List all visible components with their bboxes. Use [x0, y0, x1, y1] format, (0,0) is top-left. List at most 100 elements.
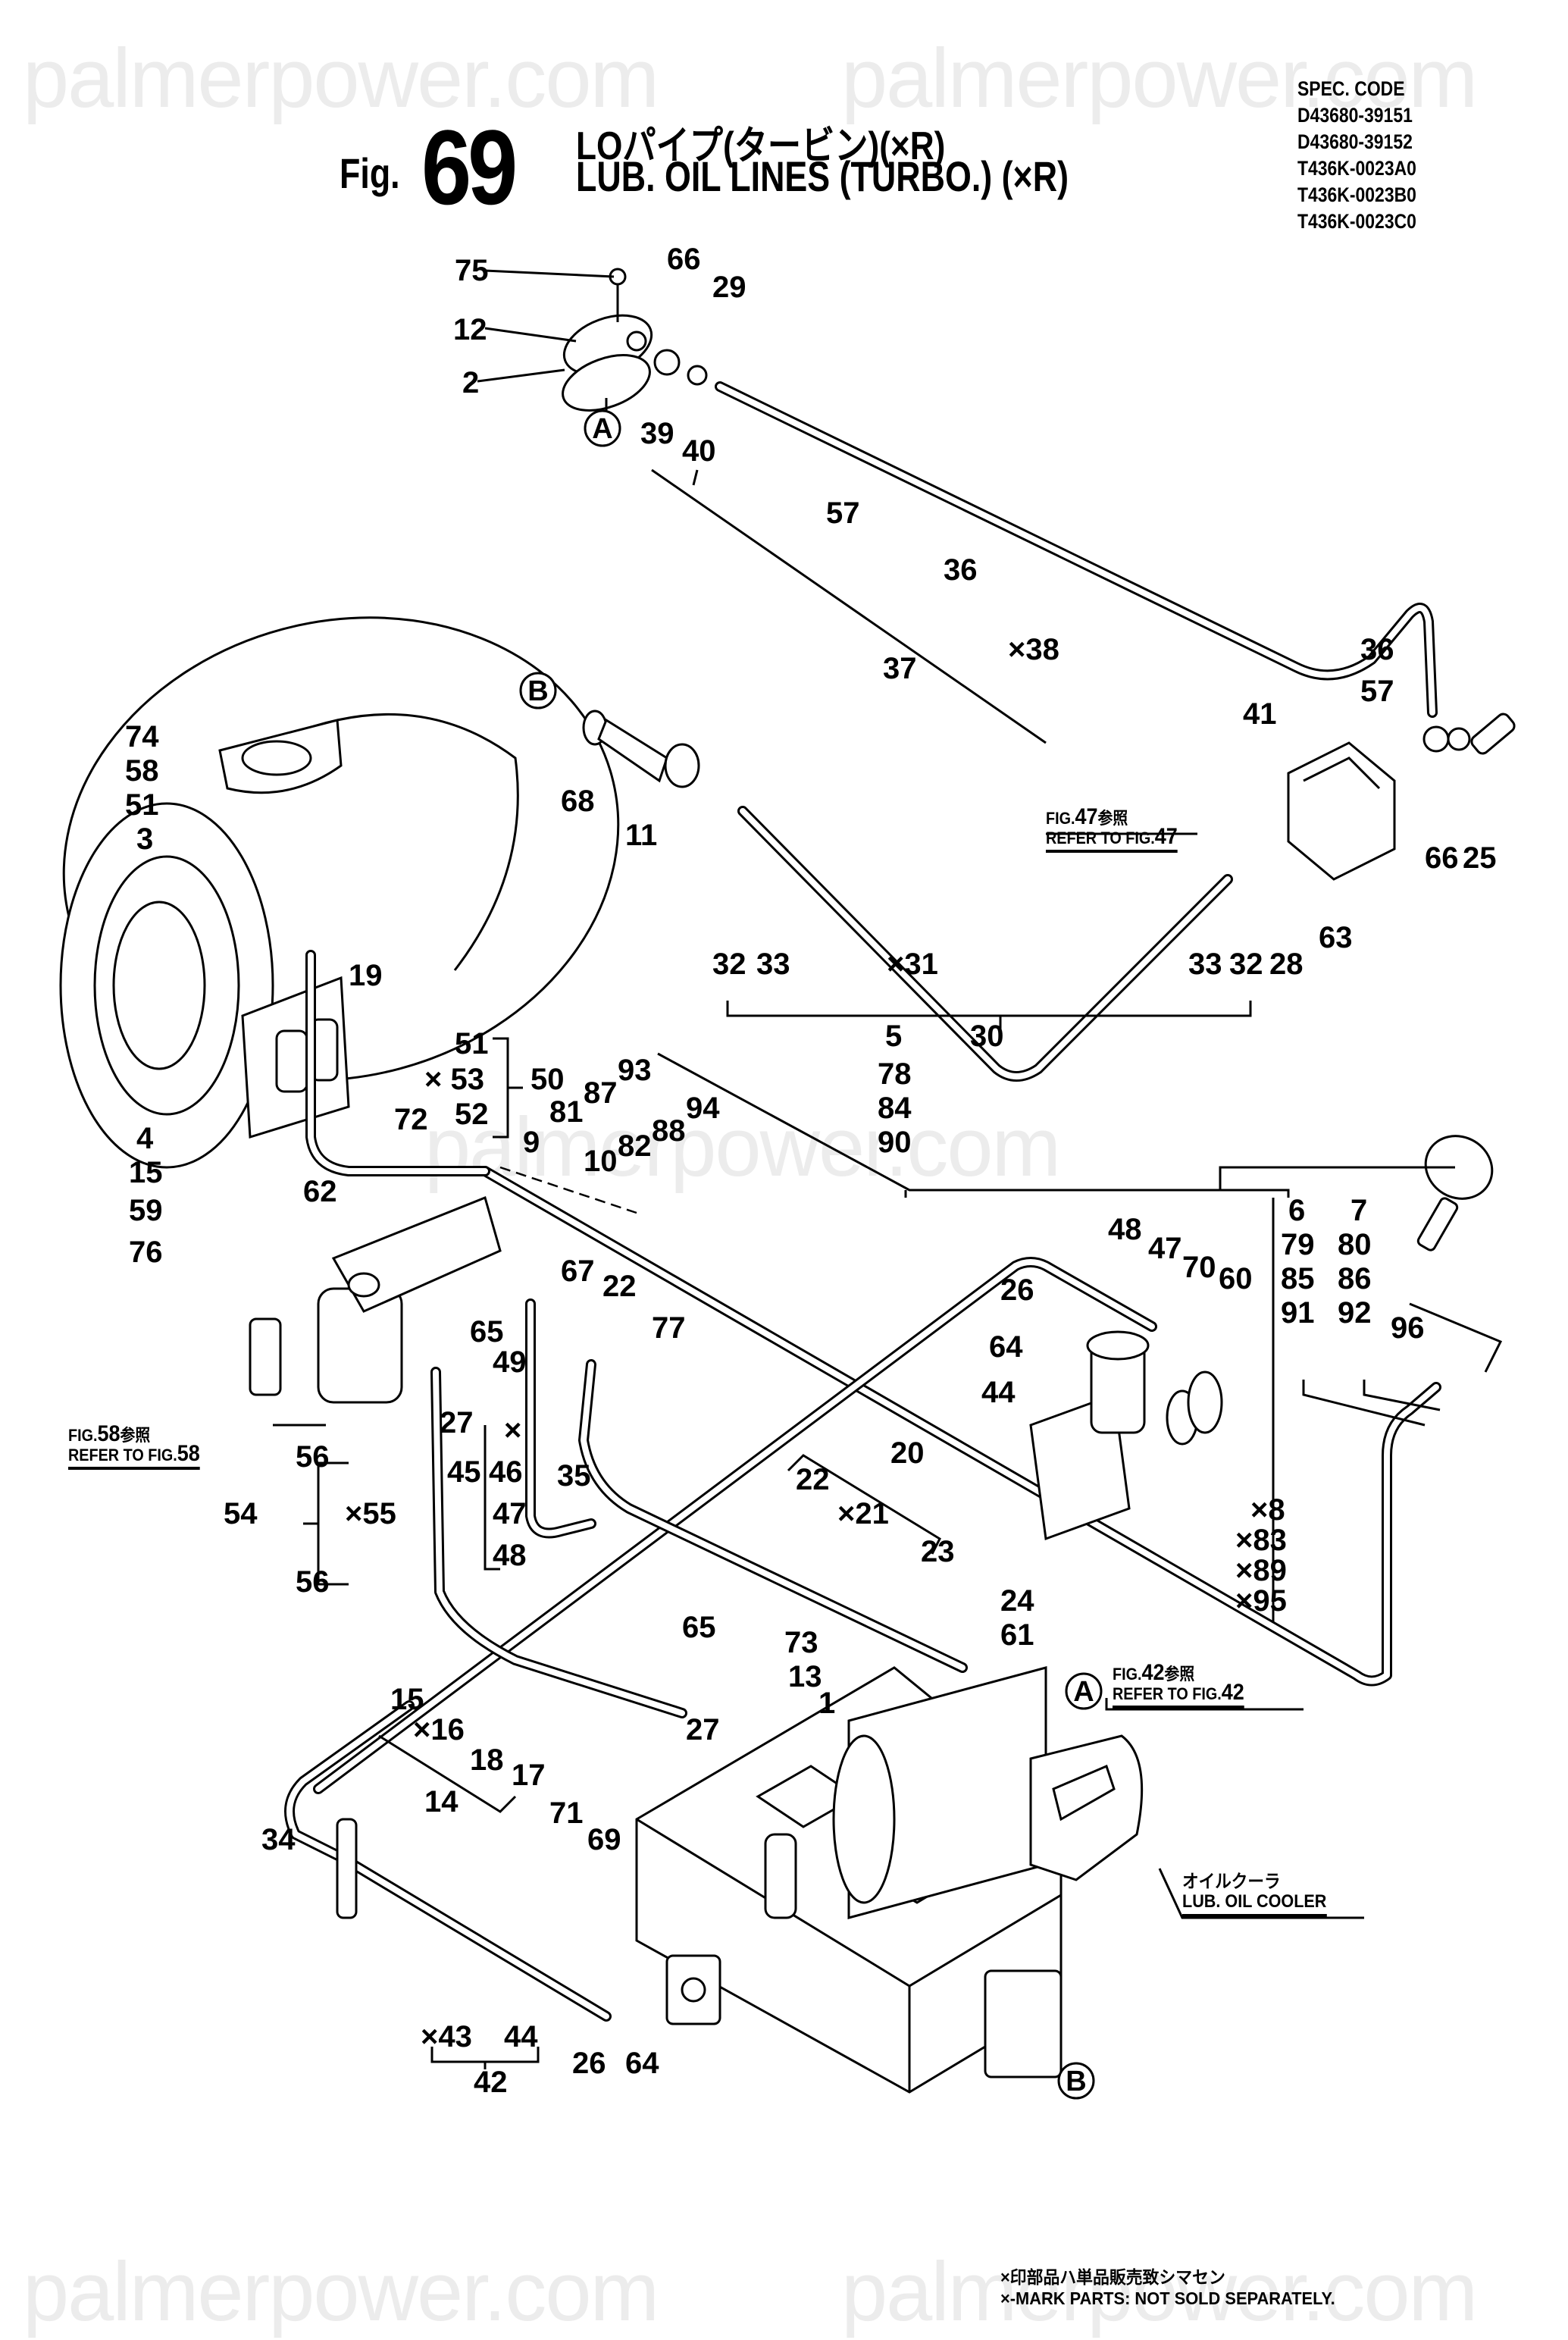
- part-callout: ×: [504, 1414, 521, 1447]
- part-callout: 12: [453, 313, 487, 346]
- fig-number: 69: [421, 108, 518, 227]
- part-callout: 50: [530, 1063, 565, 1096]
- spec-code-label: SPEC. CODE: [1297, 77, 1405, 100]
- pipe-55: [430, 1367, 687, 1718]
- part-callout: 2: [462, 366, 479, 399]
- top-flange-group: [562, 268, 708, 417]
- part-callout: 70: [1182, 1251, 1216, 1284]
- right-fitting-block: [1287, 713, 1516, 881]
- part-callout: 73: [784, 1626, 818, 1659]
- footnote-jp: ×印部品ハ単品販売致シマセン: [1000, 2267, 1225, 2287]
- part-callout: 47: [493, 1497, 527, 1530]
- footnote-en: ×-MARK PARTS: NOT SOLD SEPARATELY.: [1000, 2288, 1335, 2308]
- part-callout: 24: [1000, 1584, 1034, 1618]
- part-callout: 60: [1219, 1262, 1253, 1295]
- lub-oil-cooler-label: オイルクーラ LUB. OIL COOLER: [1182, 1872, 1327, 1917]
- oil-filter: [317, 1195, 502, 1404]
- part-callout: 37: [883, 652, 917, 685]
- part-callout: 41: [1243, 697, 1277, 731]
- part-callout: 54: [224, 1497, 258, 1530]
- part-callout: 20: [890, 1436, 925, 1470]
- part-callout: 19: [349, 959, 383, 992]
- part-callout: 36: [944, 553, 978, 587]
- part-callout: 79: [1281, 1228, 1315, 1261]
- part-callout: 6: [1288, 1194, 1305, 1227]
- part-callout: 4: [136, 1122, 154, 1155]
- part-callout: 64: [989, 1330, 1023, 1364]
- part-callout: 3: [136, 822, 153, 856]
- connector-b: B: [527, 675, 548, 707]
- part-callout: 39: [640, 417, 674, 450]
- footnote: ×印部品ハ単品販売致シマセン ×-MARK PARTS: NOT SOLD SE…: [1000, 2266, 1335, 2309]
- spec-code: T436K-0023A0: [1297, 157, 1416, 180]
- part-callout: 72: [394, 1103, 428, 1136]
- spec-code: D43680-39151: [1297, 104, 1413, 127]
- connector-a: A: [1073, 1676, 1094, 1708]
- part-callout: 67: [561, 1255, 595, 1288]
- part-callout: 26: [1000, 1273, 1034, 1307]
- part-callout: 92: [1338, 1296, 1372, 1330]
- part-callout: 35: [557, 1459, 591, 1493]
- part-callout: 66: [667, 243, 701, 276]
- part-callout: ×43: [421, 2020, 472, 2053]
- part-callout: 81: [549, 1095, 584, 1129]
- spec-code: T436K-0023B0: [1297, 183, 1416, 206]
- part-callout: 48: [493, 1539, 527, 1572]
- part-callout: 30: [970, 1020, 1004, 1053]
- part-callout: 15: [390, 1683, 424, 1716]
- fig-word: Fig.: [340, 149, 400, 197]
- part-callout: 84: [878, 1092, 912, 1125]
- pipe-8: [480, 1166, 1441, 1687]
- drain-pipe: [249, 950, 490, 1396]
- part-callout: 22: [602, 1270, 637, 1303]
- part-callout: 9: [523, 1126, 540, 1159]
- part-callout: 58: [125, 754, 159, 788]
- part-callout: 7: [1350, 1194, 1367, 1227]
- leader-lines: [273, 269, 1503, 2069]
- part-callout: ×31: [887, 948, 938, 981]
- refer-to-fig-42: FIG.42参照 REFER TO FIG.42: [1113, 1662, 1244, 1709]
- part-callout: 68: [561, 785, 595, 818]
- title-japanese: LOパイプ(タービン)(×R): [576, 124, 946, 168]
- part-callout: 94: [686, 1092, 720, 1125]
- part-callout: 90: [878, 1126, 912, 1159]
- part-callout: × 53: [424, 1063, 484, 1096]
- refer-to-fig-47: FIG.47参照 REFER TO FIG.47: [1046, 806, 1178, 853]
- title-english: LUB. OIL LINES (TURBO.) (×R): [576, 152, 1069, 200]
- part-callout: 91: [1281, 1296, 1315, 1330]
- part-callout: 27: [440, 1406, 474, 1439]
- part-callout: 65: [682, 1611, 716, 1644]
- part-callout: 32: [712, 948, 746, 981]
- part-callout: 28: [1269, 948, 1304, 981]
- filter-head: [1029, 1330, 1223, 1541]
- part-callout: 1: [818, 1687, 835, 1720]
- pipe-38: [715, 381, 1438, 718]
- part-callout: 51: [455, 1027, 489, 1060]
- pressure-gauge: [1416, 1135, 1494, 1251]
- lub-oil-cooler: [832, 1666, 1144, 1919]
- part-callout: 5: [885, 1020, 902, 1053]
- part-callout: 56: [296, 1440, 330, 1474]
- part-callout: 25: [1463, 841, 1497, 875]
- spec-code-block: SPEC. CODE D43680-39151 D43680-39152 T43…: [1297, 76, 1416, 235]
- part-callout: 15: [129, 1156, 163, 1189]
- part-callout: 10: [584, 1145, 618, 1178]
- b-fitting: [582, 710, 700, 788]
- part-callout: 33: [756, 948, 790, 981]
- part-callout: ×8: [1250, 1493, 1285, 1527]
- part-callout: 63: [1319, 921, 1353, 954]
- part-callout: 46: [489, 1455, 523, 1489]
- part-callout: 59: [129, 1194, 163, 1227]
- part-callout: 51: [125, 788, 159, 822]
- part-callout: ×95: [1235, 1584, 1287, 1618]
- part-callout: 44: [504, 2020, 538, 2053]
- part-callout: 52: [455, 1098, 489, 1131]
- watermark: palmerpower.com: [424, 1101, 1061, 1194]
- part-callout: 29: [712, 271, 746, 304]
- part-callout: 96: [1391, 1311, 1425, 1345]
- part-callout: 56: [296, 1565, 330, 1599]
- part-callout: 26: [572, 2047, 606, 2080]
- pipe-46: [525, 1298, 596, 1539]
- part-callout: ×16: [413, 1713, 465, 1746]
